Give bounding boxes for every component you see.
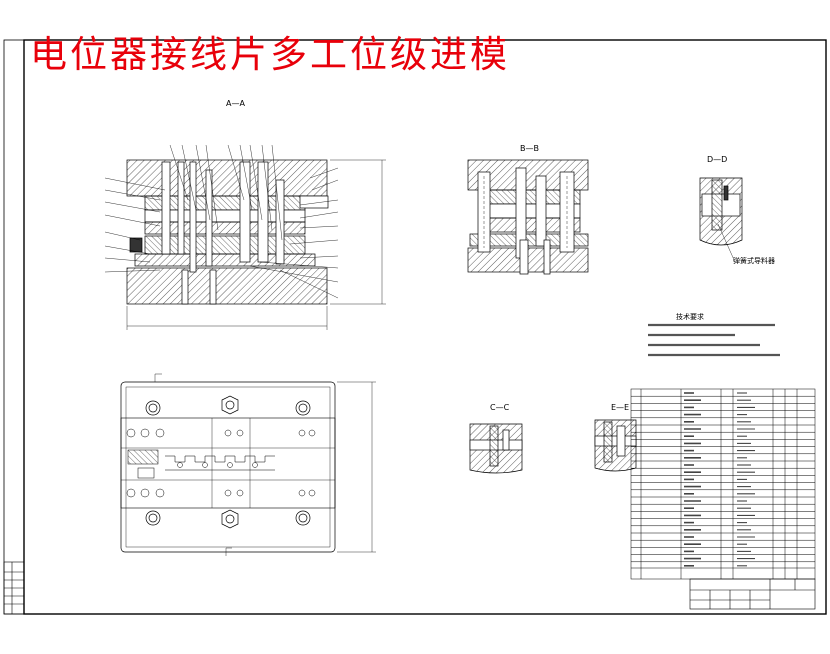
sheet-border: [3, 39, 827, 615]
view-label-dd: D—D: [707, 155, 728, 164]
drawing-title: 电位器接线片多工位级进模: [30, 33, 510, 76]
section-view-aa: [104, 144, 386, 330]
section-view-bb: [467, 159, 589, 275]
parts-list-table: [630, 388, 816, 580]
view-label-aa: A—A: [226, 99, 245, 108]
view-label-ee: E—E: [611, 403, 630, 412]
view-label-bb: B—B: [520, 144, 539, 153]
tech-requirements-title: 技术要求: [676, 313, 704, 321]
section-view-cc: [469, 423, 523, 474]
left-strip-table: [3, 561, 25, 615]
tech-requirements-lines: [648, 323, 780, 357]
section-view-ee: [594, 419, 637, 472]
plan-view: [120, 373, 376, 556]
dd-note-label: 弹簧式导料器: [733, 257, 775, 265]
table-row-lines: [631, 395, 815, 569]
parts-list-text-marks: [684, 392, 755, 567]
title-block: [689, 578, 816, 610]
view-label-cc: C—C: [490, 403, 510, 412]
section-view-dd: [699, 177, 743, 263]
